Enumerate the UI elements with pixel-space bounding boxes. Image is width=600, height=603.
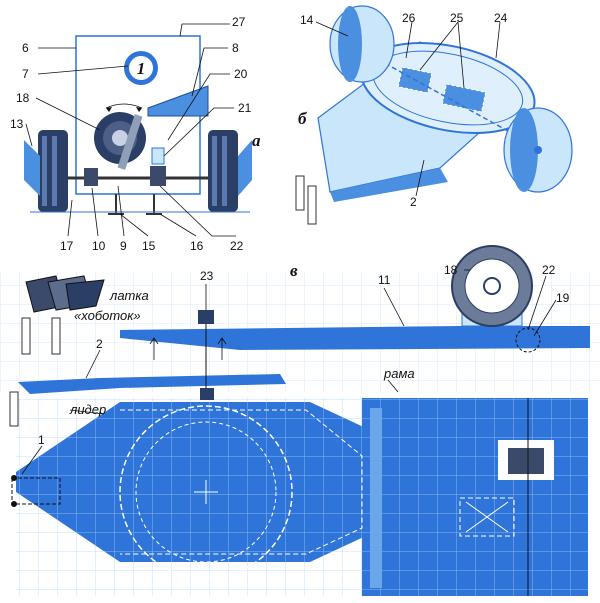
panel-b-perspective: 14 26 25 24 2 б (295, 5, 573, 225)
label-proboscis: «хоботок» (74, 308, 141, 323)
label-22: 22 (230, 239, 244, 253)
label-26: 26 (402, 11, 416, 25)
label-leader: лидер (69, 402, 106, 417)
label-9: 9 (120, 239, 127, 253)
wheel-right-hub (534, 146, 542, 154)
label-14: 14 (300, 13, 314, 27)
motor-mount-block (508, 448, 544, 474)
part-10 (84, 168, 98, 186)
coupler-pin-bottom (11, 501, 17, 507)
arrow-up-right (217, 337, 227, 360)
label-16: 16 (190, 239, 204, 253)
number-badge-text: 1 (137, 59, 146, 78)
label-21: 21 (238, 101, 252, 115)
panel-letter-a: а (252, 131, 261, 150)
label-2-v: 2 (96, 337, 103, 351)
hinge-23 (198, 310, 214, 324)
part-21 (151, 147, 165, 165)
right-wheel-rim (212, 136, 217, 206)
label-15: 15 (142, 239, 156, 253)
blueprint-grid (16, 398, 588, 596)
left-wheel-rim (42, 136, 47, 206)
patch-25b (441, 83, 487, 113)
wheel-19 (515, 327, 541, 353)
label-7: 7 (22, 67, 29, 81)
left-wheel-side (24, 140, 40, 196)
right-wheel-rim-2 (222, 136, 227, 206)
clip-right (307, 185, 317, 225)
label-6: 6 (22, 41, 29, 55)
swing-arrow (105, 103, 143, 109)
panel-letter-v: в (290, 261, 298, 280)
label-frame: рама (383, 366, 415, 381)
label-23: 23 (200, 269, 214, 283)
motor-arm (117, 114, 143, 170)
patch-sheet-3 (65, 279, 105, 311)
hatch-band (370, 408, 382, 588)
label-20: 20 (234, 67, 248, 81)
label-19: 19 (556, 291, 570, 305)
number-badge-inner (129, 56, 153, 80)
part-22 (150, 166, 166, 186)
cross-line-2 (465, 501, 509, 533)
panel-a-front-view: 1 (10, 15, 261, 253)
clip-v-3 (9, 391, 19, 427)
coupler-pin-top (11, 475, 17, 481)
panel-a-leaders (25, 23, 236, 237)
label-22-v: 22 (542, 263, 556, 277)
panel-v-leaders (21, 269, 557, 475)
label-patch: латка (109, 288, 149, 303)
blade-2 (18, 374, 286, 394)
right-wheel-side (238, 140, 252, 196)
beam-11 (120, 326, 590, 350)
label-27: 27 (232, 15, 246, 29)
label-10: 10 (92, 239, 106, 253)
cross-box (459, 497, 515, 537)
label-11: 11 (378, 273, 391, 287)
arrow-up-left (149, 337, 159, 360)
label-1: 1 (38, 433, 45, 447)
panel-v-blueprint: 23 11 18 22 19 2 1 латка «хоботок» лидер… (0, 245, 600, 596)
wheel-14-left-tread (338, 6, 362, 82)
clip-v-2 (51, 317, 61, 355)
hinge-23-lower (200, 388, 214, 400)
left-wheel-rim-2 (52, 136, 57, 206)
clip-v-1 (21, 317, 31, 355)
label-18-v: 18 (444, 263, 458, 277)
label-13: 13 (10, 117, 24, 131)
label-2: 2 (410, 195, 417, 209)
leader-outline (120, 409, 363, 555)
motor-hub (112, 130, 128, 146)
clip-left (295, 175, 305, 211)
coupler-1 (11, 477, 61, 505)
turntable-circle-inner (135, 421, 277, 563)
body-underside (330, 168, 448, 202)
panel-b-leaders (315, 21, 501, 197)
label-18: 18 (16, 91, 30, 105)
label-25: 25 (450, 11, 464, 25)
panel-letter-b: б (298, 109, 308, 128)
label-24: 24 (494, 11, 508, 25)
wheel-right-tread (510, 108, 538, 192)
label-17: 17 (60, 239, 74, 253)
swing-arrow-heads (106, 107, 142, 112)
motor-18-face (464, 258, 520, 314)
label-8: 8 (232, 41, 239, 55)
turntable-circle (119, 405, 293, 579)
motor-18-hub (483, 277, 501, 295)
